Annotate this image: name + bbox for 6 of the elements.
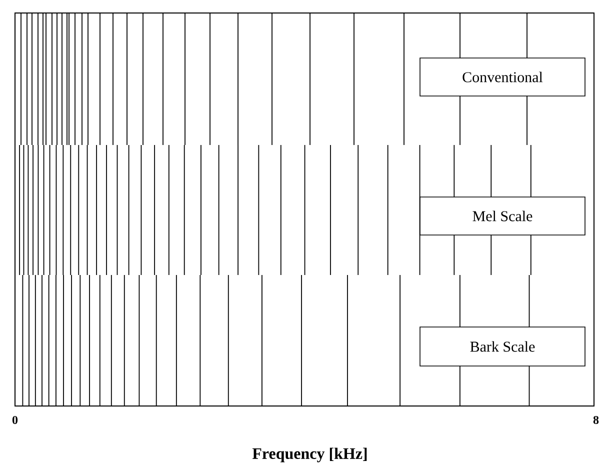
scale-label-box: Mel Scale [420, 196, 586, 236]
axis-tick-label: 8 [593, 416, 599, 424]
scale-label-box: Conventional [420, 58, 586, 96]
axis-title: Frequency [kHz] [252, 448, 367, 462]
axis-tick-label: 0 [12, 416, 18, 424]
scale-label-box: Bark Scale [420, 326, 586, 366]
